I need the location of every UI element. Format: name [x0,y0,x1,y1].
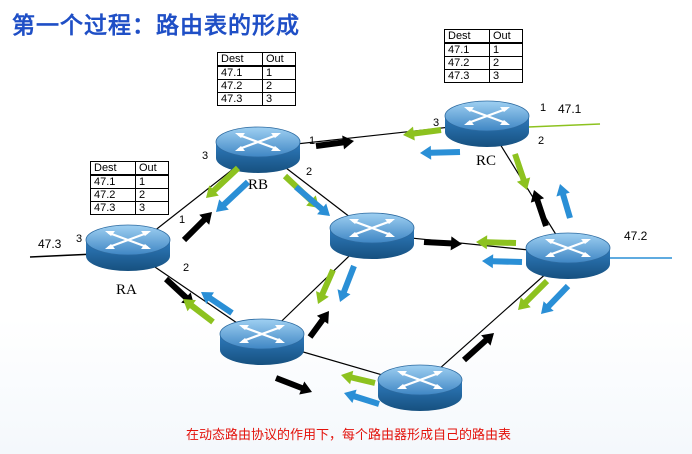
table-header-dest: Dest [90,161,136,176]
update-arrow-11 [423,236,462,251]
update-arrow-21 [307,311,329,339]
port-rb-down: 2 [306,166,313,178]
router-bottom-right [376,363,464,413]
network-label-right: 47.2 [624,229,648,243]
port-rb-right: 1 [309,135,316,147]
update-arrows [164,126,573,407]
page-title: 第一个过程：路由表的形成 [12,13,300,39]
update-arrow-5 [216,179,251,212]
update-arrow-18 [556,184,573,219]
link-net-47-1 [527,123,601,128]
update-arrow-16 [512,153,531,190]
router-mid [328,211,416,261]
caption-text: 在动态路由协议的作用下，每个路由器形成自己的路由表 [186,428,512,443]
router-label-rb: RB [248,177,269,193]
port-ra-down: 2 [183,262,190,274]
table-header-dest: Dest [444,29,490,44]
table-header-dest: Dest [217,52,263,67]
port-rb-left: 3 [202,150,209,162]
update-arrow-24 [344,389,380,407]
update-arrow-17 [530,190,549,227]
update-arrow-13 [482,254,523,269]
update-arrow-15 [337,264,357,302]
network-label-top-right: 47.1 [558,102,582,116]
router-ra [84,223,172,273]
update-arrow-14 [316,268,336,304]
table-header-out: Out [489,29,523,44]
update-arrow-0 [315,135,354,150]
update-arrow-7 [183,299,215,325]
router-rb [214,125,302,175]
update-arrow-8 [201,292,234,316]
update-arrow-2 [420,145,461,160]
update-arrow-3 [181,212,212,243]
update-arrow-22 [274,375,312,395]
port-ra-left: 3 [76,233,83,245]
port-rc-right: 1 [540,102,547,114]
update-arrow-10 [294,184,330,216]
router-label-rc: RC [476,153,497,169]
update-arrow-20 [541,283,571,314]
link-net-47-3 [29,253,96,258]
update-arrow-1 [403,126,442,141]
router-rc [443,99,531,149]
table-header-out: Out [135,161,169,176]
update-arrow-23 [341,370,376,386]
port-rc-down: 2 [538,135,545,147]
router-right [524,231,612,281]
router-label-ra: RA [116,282,137,298]
update-arrow-4 [206,165,241,198]
update-arrow-6 [164,276,194,305]
router-bottom-left [218,317,306,367]
update-arrow-19 [518,278,550,310]
port-rc-left: 3 [433,117,440,129]
network-label-left: 47.3 [38,237,62,251]
port-ra-up: 1 [179,214,186,226]
update-arrow-25 [462,333,494,363]
update-arrow-12 [476,235,517,250]
table-header-out: Out [262,52,296,67]
